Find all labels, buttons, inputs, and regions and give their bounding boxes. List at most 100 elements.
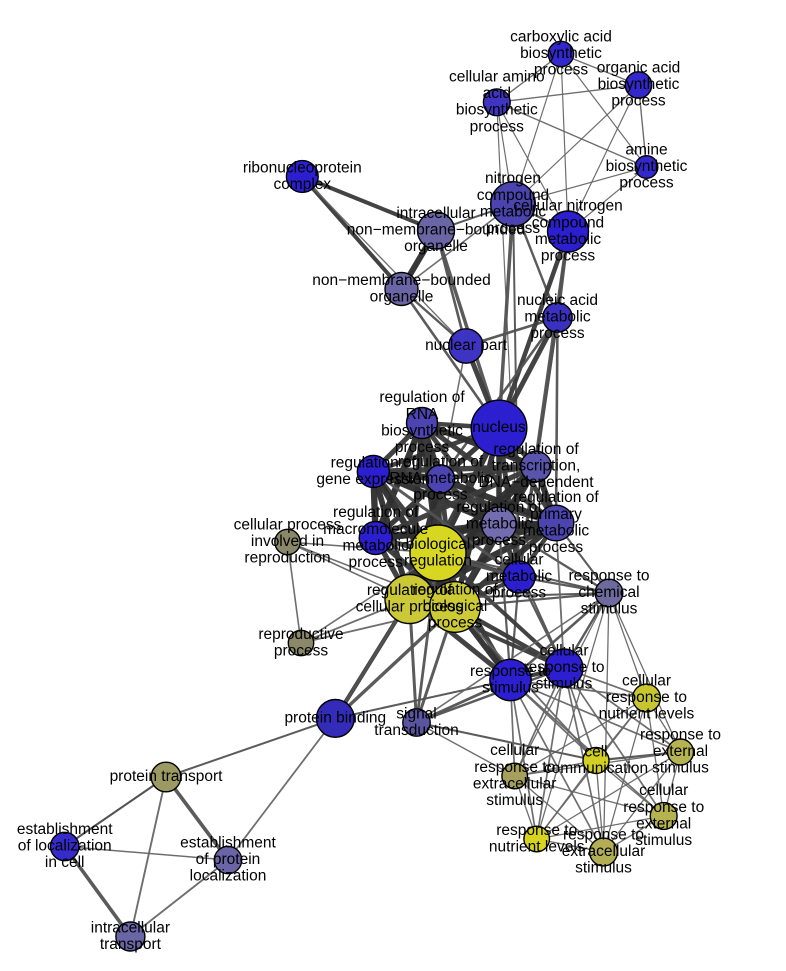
svg-text:establishment: establishment: [17, 821, 113, 838]
svg-text:cellular: cellular: [639, 782, 688, 799]
svg-text:carboxylic acid: carboxylic acid: [510, 28, 612, 45]
svg-text:response to: response to: [623, 799, 704, 816]
svg-text:regulation of: regulation of: [493, 441, 579, 458]
svg-text:response to: response to: [474, 759, 555, 776]
svg-text:process: process: [413, 487, 468, 504]
svg-text:nuclear part: nuclear part: [425, 337, 508, 354]
svg-text:process: process: [428, 615, 483, 632]
svg-text:macromolecule: macromolecule: [323, 521, 428, 538]
svg-text:extracellular: extracellular: [562, 843, 646, 860]
svg-text:DNA−dependent: DNA−dependent: [478, 474, 594, 491]
svg-text:ribonucleoprotein: ribonucleoprotein: [243, 159, 362, 176]
svg-text:transduction: transduction: [374, 722, 458, 739]
svg-text:regulation of: regulation of: [367, 582, 453, 599]
svg-text:response to: response to: [470, 663, 551, 680]
svg-text:biological: biological: [423, 598, 488, 615]
svg-text:metabolic: metabolic: [523, 522, 590, 539]
svg-text:process: process: [395, 439, 450, 456]
svg-text:stimulus: stimulus: [486, 792, 543, 809]
svg-text:stimulus: stimulus: [652, 760, 709, 777]
svg-text:metabolic: metabolic: [524, 309, 591, 326]
svg-text:nutrient levels: nutrient levels: [599, 706, 695, 723]
svg-text:in cell: in cell: [45, 854, 85, 871]
svg-text:cellular: cellular: [494, 551, 543, 568]
svg-text:stimulus: stimulus: [575, 860, 632, 877]
svg-text:localization: localization: [190, 868, 267, 885]
svg-text:gene expression: gene expression: [316, 471, 430, 488]
svg-text:process: process: [470, 118, 525, 135]
svg-text:regulation: regulation: [404, 552, 472, 569]
svg-text:regulation of: regulation of: [331, 454, 417, 471]
svg-text:protein binding: protein binding: [284, 709, 386, 726]
svg-text:stimulus: stimulus: [536, 676, 593, 693]
svg-text:cellular: cellular: [539, 642, 588, 659]
svg-text:nitrogen: nitrogen: [485, 170, 541, 187]
svg-text:process: process: [274, 642, 329, 659]
svg-text:process: process: [529, 539, 584, 556]
svg-text:response to: response to: [496, 822, 577, 839]
svg-text:process: process: [541, 247, 596, 264]
svg-text:stimulus: stimulus: [581, 601, 638, 618]
svg-text:organic acid: organic acid: [597, 59, 681, 76]
svg-text:metabolic: metabolic: [480, 203, 547, 220]
svg-text:signal: signal: [396, 705, 437, 722]
svg-text:external: external: [653, 743, 708, 760]
svg-text:reproductive: reproductive: [258, 626, 343, 643]
svg-text:cell: cell: [584, 743, 607, 760]
svg-text:process: process: [492, 585, 547, 602]
svg-text:nucleic acid: nucleic acid: [517, 292, 598, 309]
svg-text:regulation of: regulation of: [379, 389, 465, 406]
svg-text:organelle: organelle: [370, 288, 434, 305]
svg-text:cellular process: cellular process: [356, 598, 464, 615]
svg-text:biosynthetic: biosynthetic: [456, 102, 538, 119]
svg-text:process: process: [486, 220, 541, 237]
svg-text:metabolic: metabolic: [535, 231, 602, 248]
svg-text:cellular: cellular: [622, 672, 671, 689]
svg-text:intracellular: intracellular: [91, 919, 170, 936]
svg-text:organelle: organelle: [404, 238, 468, 255]
svg-text:reproduction: reproduction: [244, 550, 330, 567]
svg-text:cellular amino: cellular amino: [449, 68, 545, 85]
svg-text:process: process: [619, 175, 674, 192]
svg-text:involved in: involved in: [251, 533, 324, 550]
svg-text:regulation of: regulation of: [333, 504, 419, 521]
svg-text:compound: compound: [532, 214, 604, 231]
svg-text:establishment: establishment: [180, 834, 276, 851]
svg-text:chemical: chemical: [578, 584, 639, 601]
svg-text:regulation of: regulation of: [456, 499, 542, 516]
svg-text:response to: response to: [524, 659, 605, 676]
svg-text:stimulus: stimulus: [635, 832, 692, 849]
svg-text:response to: response to: [569, 567, 650, 584]
svg-text:primary: primary: [530, 506, 582, 523]
svg-text:complex: complex: [273, 176, 331, 193]
svg-text:regulation of: regulation of: [412, 581, 498, 598]
svg-text:response to: response to: [640, 726, 721, 743]
svg-text:cellular process: cellular process: [234, 516, 342, 533]
svg-text:transport: transport: [100, 936, 162, 953]
svg-text:biosynthetic: biosynthetic: [381, 422, 463, 439]
svg-text:nutrient levels: nutrient levels: [489, 838, 585, 855]
svg-text:cellular: cellular: [490, 742, 539, 759]
svg-text:acid: acid: [483, 85, 511, 102]
svg-text:cellular nitrogen: cellular nitrogen: [513, 198, 622, 215]
svg-text:response to: response to: [563, 826, 644, 843]
svg-text:non−membrane−bounded: non−membrane−bounded: [347, 222, 525, 239]
svg-text:stimulus: stimulus: [482, 679, 539, 696]
svg-text:compound: compound: [477, 187, 549, 204]
svg-text:transcription,: transcription,: [492, 458, 581, 475]
svg-text:metabolic: metabolic: [466, 516, 533, 533]
svg-text:metabolic: metabolic: [486, 568, 553, 585]
svg-text:amine: amine: [625, 141, 667, 158]
svg-text:communication: communication: [544, 760, 648, 777]
svg-text:response to: response to: [606, 689, 687, 706]
svg-text:biosynthetic: biosynthetic: [598, 76, 680, 93]
svg-text:regulation of: regulation of: [398, 453, 484, 470]
svg-text:external: external: [636, 815, 691, 832]
svg-text:process: process: [472, 532, 527, 549]
svg-text:protein transport: protein transport: [110, 768, 224, 785]
svg-text:extracellular: extracellular: [473, 775, 557, 792]
svg-text:metabolic: metabolic: [343, 537, 410, 554]
svg-text:biological: biological: [406, 536, 471, 553]
svg-text:of localization: of localization: [18, 838, 112, 855]
svg-text:of protein: of protein: [196, 851, 261, 868]
